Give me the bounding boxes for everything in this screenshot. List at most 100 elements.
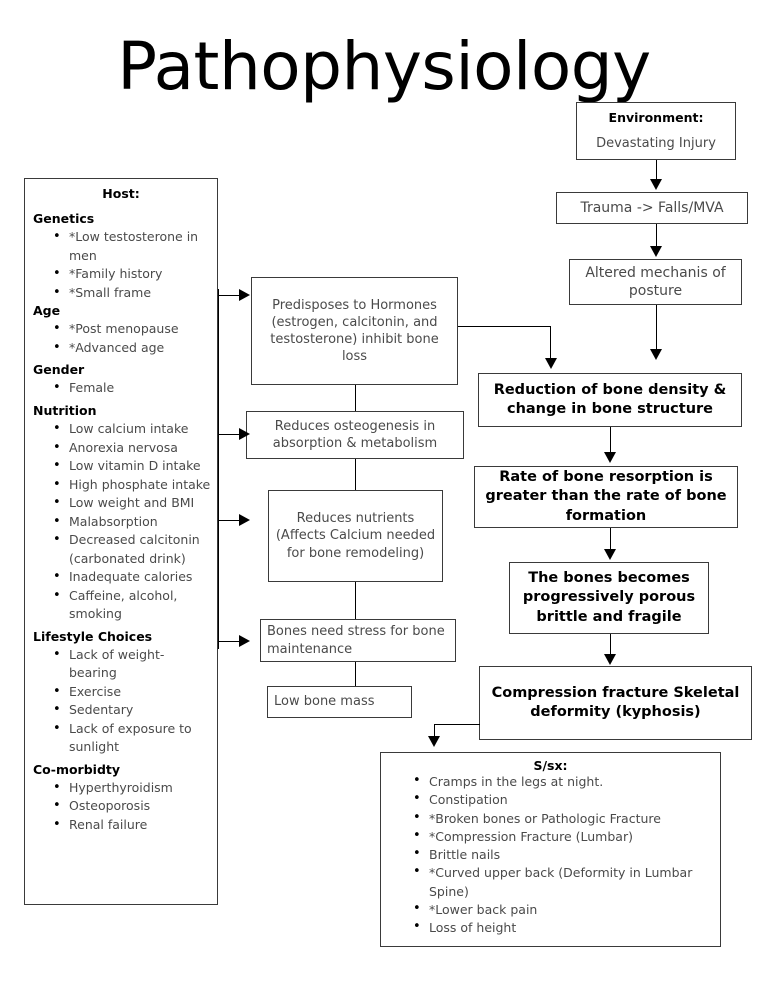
connector-host-osteogenesis bbox=[218, 434, 240, 435]
list-item: *Small frame bbox=[53, 283, 211, 303]
ssx-list: Cramps in the legs at night. Constipatio… bbox=[381, 772, 720, 937]
list-item: Sedentary bbox=[53, 700, 211, 720]
list-item: Cramps in the legs at night. bbox=[413, 772, 714, 791]
connector-osteogenesis-nutrients bbox=[355, 459, 356, 490]
list-item: Brittle nails bbox=[413, 845, 714, 864]
connector-nutrients-bonestress bbox=[355, 582, 356, 619]
connector-trauma-altered bbox=[656, 224, 657, 247]
list-item: *Lower back pain bbox=[413, 900, 714, 919]
connector-rate-porous bbox=[610, 528, 611, 550]
list-item: Lack of exposure to sunlight bbox=[53, 719, 211, 757]
node-label: Reduces nutrients (Affects Calcium neede… bbox=[275, 511, 436, 561]
node-label: Compression fracture Skeletal deformity … bbox=[491, 684, 740, 720]
arrowhead-down-icon bbox=[604, 654, 616, 665]
list-item: Osteoporosis bbox=[53, 796, 211, 816]
node-label: Reduces osteogenesis in absorption & met… bbox=[272, 418, 438, 451]
host-group-list: Lack of weight-bearing Exercise Sedentar… bbox=[25, 645, 217, 757]
list-item: *Family history bbox=[53, 264, 211, 284]
node-compression-fracture: Compression fracture Skeletal deformity … bbox=[479, 666, 752, 740]
host-group-list: Low calcium intake Anorexia nervosa Low … bbox=[25, 419, 217, 624]
arrowhead-right-icon bbox=[239, 428, 250, 440]
arrowhead-down-icon bbox=[650, 246, 662, 257]
arrowhead-down-icon bbox=[604, 549, 616, 560]
host-group-label: Lifestyle Choices bbox=[33, 628, 153, 644]
node-rate-resorption: Rate of bone resorption is greater than … bbox=[474, 466, 738, 528]
node-header: Environment: bbox=[608, 110, 704, 126]
list-item: *Broken bones or Pathologic Fracture bbox=[413, 808, 714, 828]
connector-predisposes-reduction-v bbox=[550, 326, 551, 359]
connector-host-predisposes bbox=[218, 295, 240, 296]
list-item: Malabsorption bbox=[53, 512, 211, 532]
connector-porous-compression bbox=[610, 634, 611, 656]
list-item: Inadequate calories bbox=[53, 567, 211, 587]
node-low-bone-mass: Low bone mass bbox=[267, 686, 412, 718]
list-item: *Curved upper back (Deformity in Lumbar … bbox=[413, 863, 714, 901]
list-item: Renal failure bbox=[53, 815, 211, 835]
signs-symptoms-box: S/sx: Cramps in the legs at night. Const… bbox=[380, 752, 721, 947]
list-item: Constipation bbox=[413, 790, 714, 809]
host-group-list: Hyperthyroidism Osteoporosis Renal failu… bbox=[25, 778, 217, 835]
arrowhead-down-icon bbox=[604, 452, 616, 463]
list-item: Hyperthyroidism bbox=[53, 778, 211, 798]
node-label: Altered mechanis of posture bbox=[585, 264, 726, 299]
list-item: *Low testosterone in men bbox=[53, 227, 211, 265]
host-group-label: Age bbox=[33, 303, 61, 319]
connector-altered-reduction bbox=[656, 305, 657, 350]
connector-predisposes-osteogenesis bbox=[355, 385, 356, 411]
node-altered-mechanis: Altered mechanis of posture bbox=[569, 259, 742, 305]
list-item: Low weight and BMI bbox=[53, 493, 211, 513]
list-item: Decreased calcitonin (carbonated drink) bbox=[53, 530, 211, 568]
node-reduces-osteogenesis: Reduces osteogenesis in absorption & met… bbox=[246, 411, 464, 459]
list-item: Caffeine, alcohol, smoking bbox=[53, 586, 211, 624]
node-environment: Environment: Devastating Injury bbox=[576, 102, 736, 160]
node-label: Low bone mass bbox=[274, 694, 375, 710]
arrowhead-right-icon bbox=[239, 635, 250, 647]
list-item: *Compression Fracture (Lumbar) bbox=[413, 827, 714, 846]
connector-environment-trauma bbox=[656, 160, 657, 180]
connector-host-nutrients bbox=[218, 520, 240, 521]
host-group-list: *Post menopause *Advanced age bbox=[25, 319, 217, 358]
list-item: *Post menopause bbox=[53, 319, 211, 339]
connector-compression-ssx-v bbox=[434, 724, 435, 737]
ssx-box-header: S/sx: bbox=[533, 758, 568, 773]
connector-predisposes-reduction-h bbox=[458, 326, 551, 327]
node-predisposes: Predisposes to Hormones (estrogen, calci… bbox=[251, 277, 458, 385]
list-item: Low calcium intake bbox=[53, 419, 211, 439]
node-bones-porous: The bones becomes progressively porous b… bbox=[509, 562, 709, 634]
arrowhead-right-icon bbox=[239, 514, 250, 526]
host-group-list: *Low testosterone in men *Family history… bbox=[25, 227, 217, 303]
list-item: Lack of weight-bearing bbox=[53, 645, 211, 683]
page-title: Pathophysiology bbox=[117, 28, 651, 105]
connector-bonestress-lowbonemass bbox=[355, 662, 356, 686]
arrowhead-down-icon bbox=[428, 736, 440, 747]
list-item: Anorexia nervosa bbox=[53, 438, 211, 458]
node-trauma: Trauma -> Falls/MVA bbox=[556, 192, 748, 224]
arrowhead-down-icon bbox=[545, 358, 557, 369]
arrowhead-down-icon bbox=[650, 179, 662, 190]
node-label: Devastating Injury bbox=[596, 135, 716, 151]
node-bones-need-stress: Bones need stress for bone maintenance bbox=[260, 619, 456, 662]
host-box-header: Host: bbox=[102, 186, 140, 201]
host-group-label: Nutrition bbox=[33, 402, 97, 418]
node-reduction-bone-density: Reduction of bone density & change in bo… bbox=[478, 373, 742, 427]
list-item: Exercise bbox=[53, 682, 211, 702]
node-reduces-nutrients: Reduces nutrients (Affects Calcium neede… bbox=[268, 490, 443, 582]
connector-reduction-rate bbox=[610, 427, 611, 453]
list-item: High phosphate intake bbox=[53, 475, 211, 495]
node-label: Trauma -> Falls/MVA bbox=[580, 199, 724, 216]
node-label: Reduction of bone density & change in bo… bbox=[493, 381, 727, 417]
node-label: Predisposes to Hormones (estrogen, calci… bbox=[270, 297, 439, 365]
node-label: Bones need stress for bone maintenance bbox=[267, 624, 445, 657]
connector-compression-ssx-h bbox=[434, 724, 480, 725]
list-item: *Advanced age bbox=[53, 338, 211, 358]
node-label: The bones becomes progressively porous b… bbox=[522, 570, 696, 625]
node-label: Rate of bone resorption is greater than … bbox=[485, 469, 727, 524]
connector-host-bus bbox=[218, 289, 219, 649]
list-item: Loss of height bbox=[413, 918, 714, 937]
spacer bbox=[25, 201, 217, 210]
arrowhead-down-icon bbox=[650, 349, 662, 360]
host-group-label: Genetics bbox=[33, 211, 95, 226]
connector-host-bone-stress bbox=[218, 641, 240, 642]
list-item: Low vitamin D intake bbox=[53, 456, 211, 476]
